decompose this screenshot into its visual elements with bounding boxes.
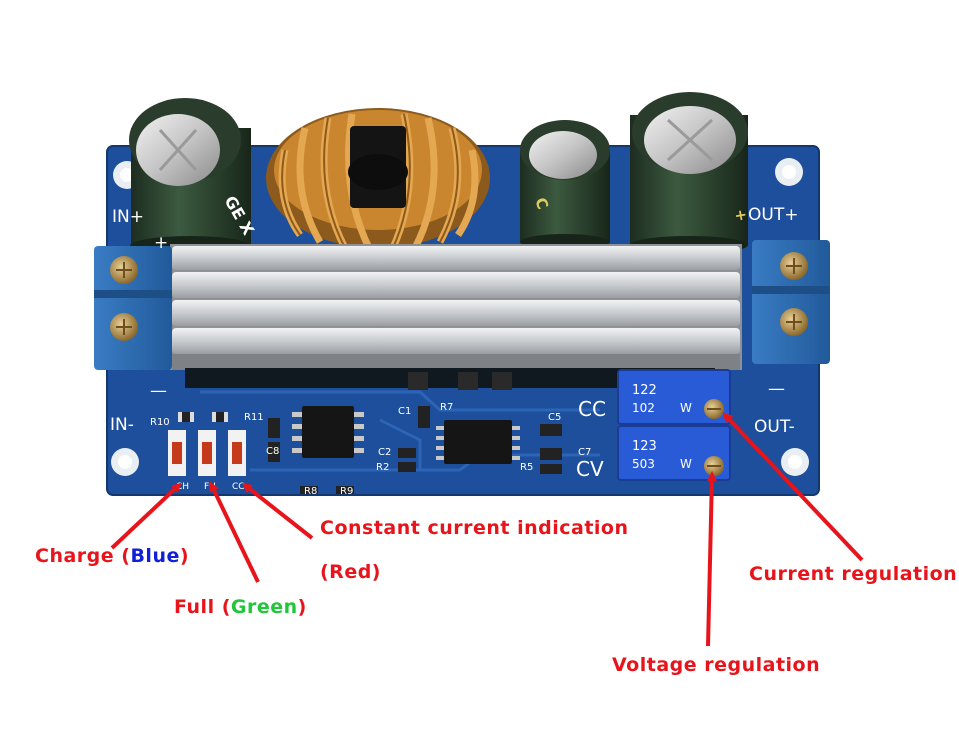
label-full-suffix: ) — [297, 596, 307, 618]
ref-c2: C2 — [378, 447, 391, 458]
input-terminal-block — [94, 246, 172, 370]
silk-minus-mark-right: — — [768, 379, 785, 399]
ic-chip-right — [436, 420, 520, 464]
label-constant-current-color: (Red) — [320, 561, 381, 583]
toroid-inductor — [266, 108, 490, 252]
silk-in-plus: IN+ — [112, 207, 144, 227]
led-code-cc: CC — [232, 482, 245, 492]
ref-c5: C5 — [548, 412, 561, 423]
voltage-potentiometer: 123 503 W — [617, 425, 731, 481]
label-current-regulation: Current regulation — [749, 563, 958, 585]
output-capacitor-small: C — [520, 120, 610, 250]
label-voltage-regulation: Voltage regulation — [612, 654, 821, 676]
arrow-full — [209, 481, 260, 583]
silk-minus-mark-left: — — [150, 381, 167, 401]
heatsink — [170, 244, 742, 388]
ic-chip-left — [292, 406, 364, 458]
annotation-arrows — [110, 412, 864, 647]
arrow-current-regulation — [722, 412, 864, 562]
ref-r8: R8 — [304, 486, 317, 497]
pot-top-code: 122 — [632, 383, 657, 398]
label-full: Full (Green) — [174, 596, 307, 618]
label-charge-suffix: ) — [179, 545, 190, 567]
output-terminal-block — [752, 240, 830, 364]
arrow-voltage-regulation — [706, 471, 717, 647]
silk-cc: CC — [578, 397, 606, 421]
label-charge: Charge (Blue) — [35, 545, 189, 567]
output-capacitor-large: + — [630, 92, 751, 254]
input-capacitor: GE X — [129, 98, 258, 256]
arrow-charge — [110, 482, 182, 550]
ref-r2: R2 — [376, 462, 389, 473]
svg-text:+: + — [731, 208, 751, 224]
ref-c8: C8 — [266, 446, 279, 457]
current-potentiometer: 122 102 W — [617, 369, 731, 425]
ref-c7: C7 — [578, 447, 591, 458]
ref-r9: R9 — [340, 486, 353, 497]
silk-plus-mark: + — [154, 233, 168, 253]
pot-bottom-sub: 503 — [632, 457, 655, 471]
label-full-prefix: Full ( — [174, 596, 231, 618]
ref-r7: R7 — [440, 402, 453, 413]
label-full-color: Green — [230, 596, 298, 618]
ref-r10: R10 — [150, 417, 170, 428]
silk-in-minus: IN- — [110, 415, 134, 435]
label-constant-current: Constant current indication — [320, 517, 629, 539]
silk-out-plus: OUT+ — [748, 205, 798, 225]
label-charge-prefix: Charge ( — [35, 545, 131, 567]
ref-r5: R5 — [520, 462, 533, 473]
smd-components — [178, 372, 562, 494]
ref-r11: R11 — [244, 412, 264, 423]
silk-cv: CV — [576, 457, 604, 481]
pot-top-sub: 102 — [632, 401, 655, 415]
component-ref-labels: R10 R11 R7 C1 C5 C8 C2 R2 C7 R5 R8 R9 — [150, 402, 591, 497]
arrow-constant-current — [242, 482, 314, 540]
pot-bottom-mark: W — [680, 457, 692, 471]
pot-top-mark: W — [680, 401, 692, 415]
label-charge-color: Blue — [130, 545, 180, 567]
ref-c1: C1 — [398, 406, 411, 417]
silk-out-minus: OUT- — [754, 417, 795, 437]
pot-bottom-code: 123 — [632, 439, 657, 454]
led-code-ch: CH — [176, 482, 189, 492]
status-leds — [168, 430, 246, 476]
